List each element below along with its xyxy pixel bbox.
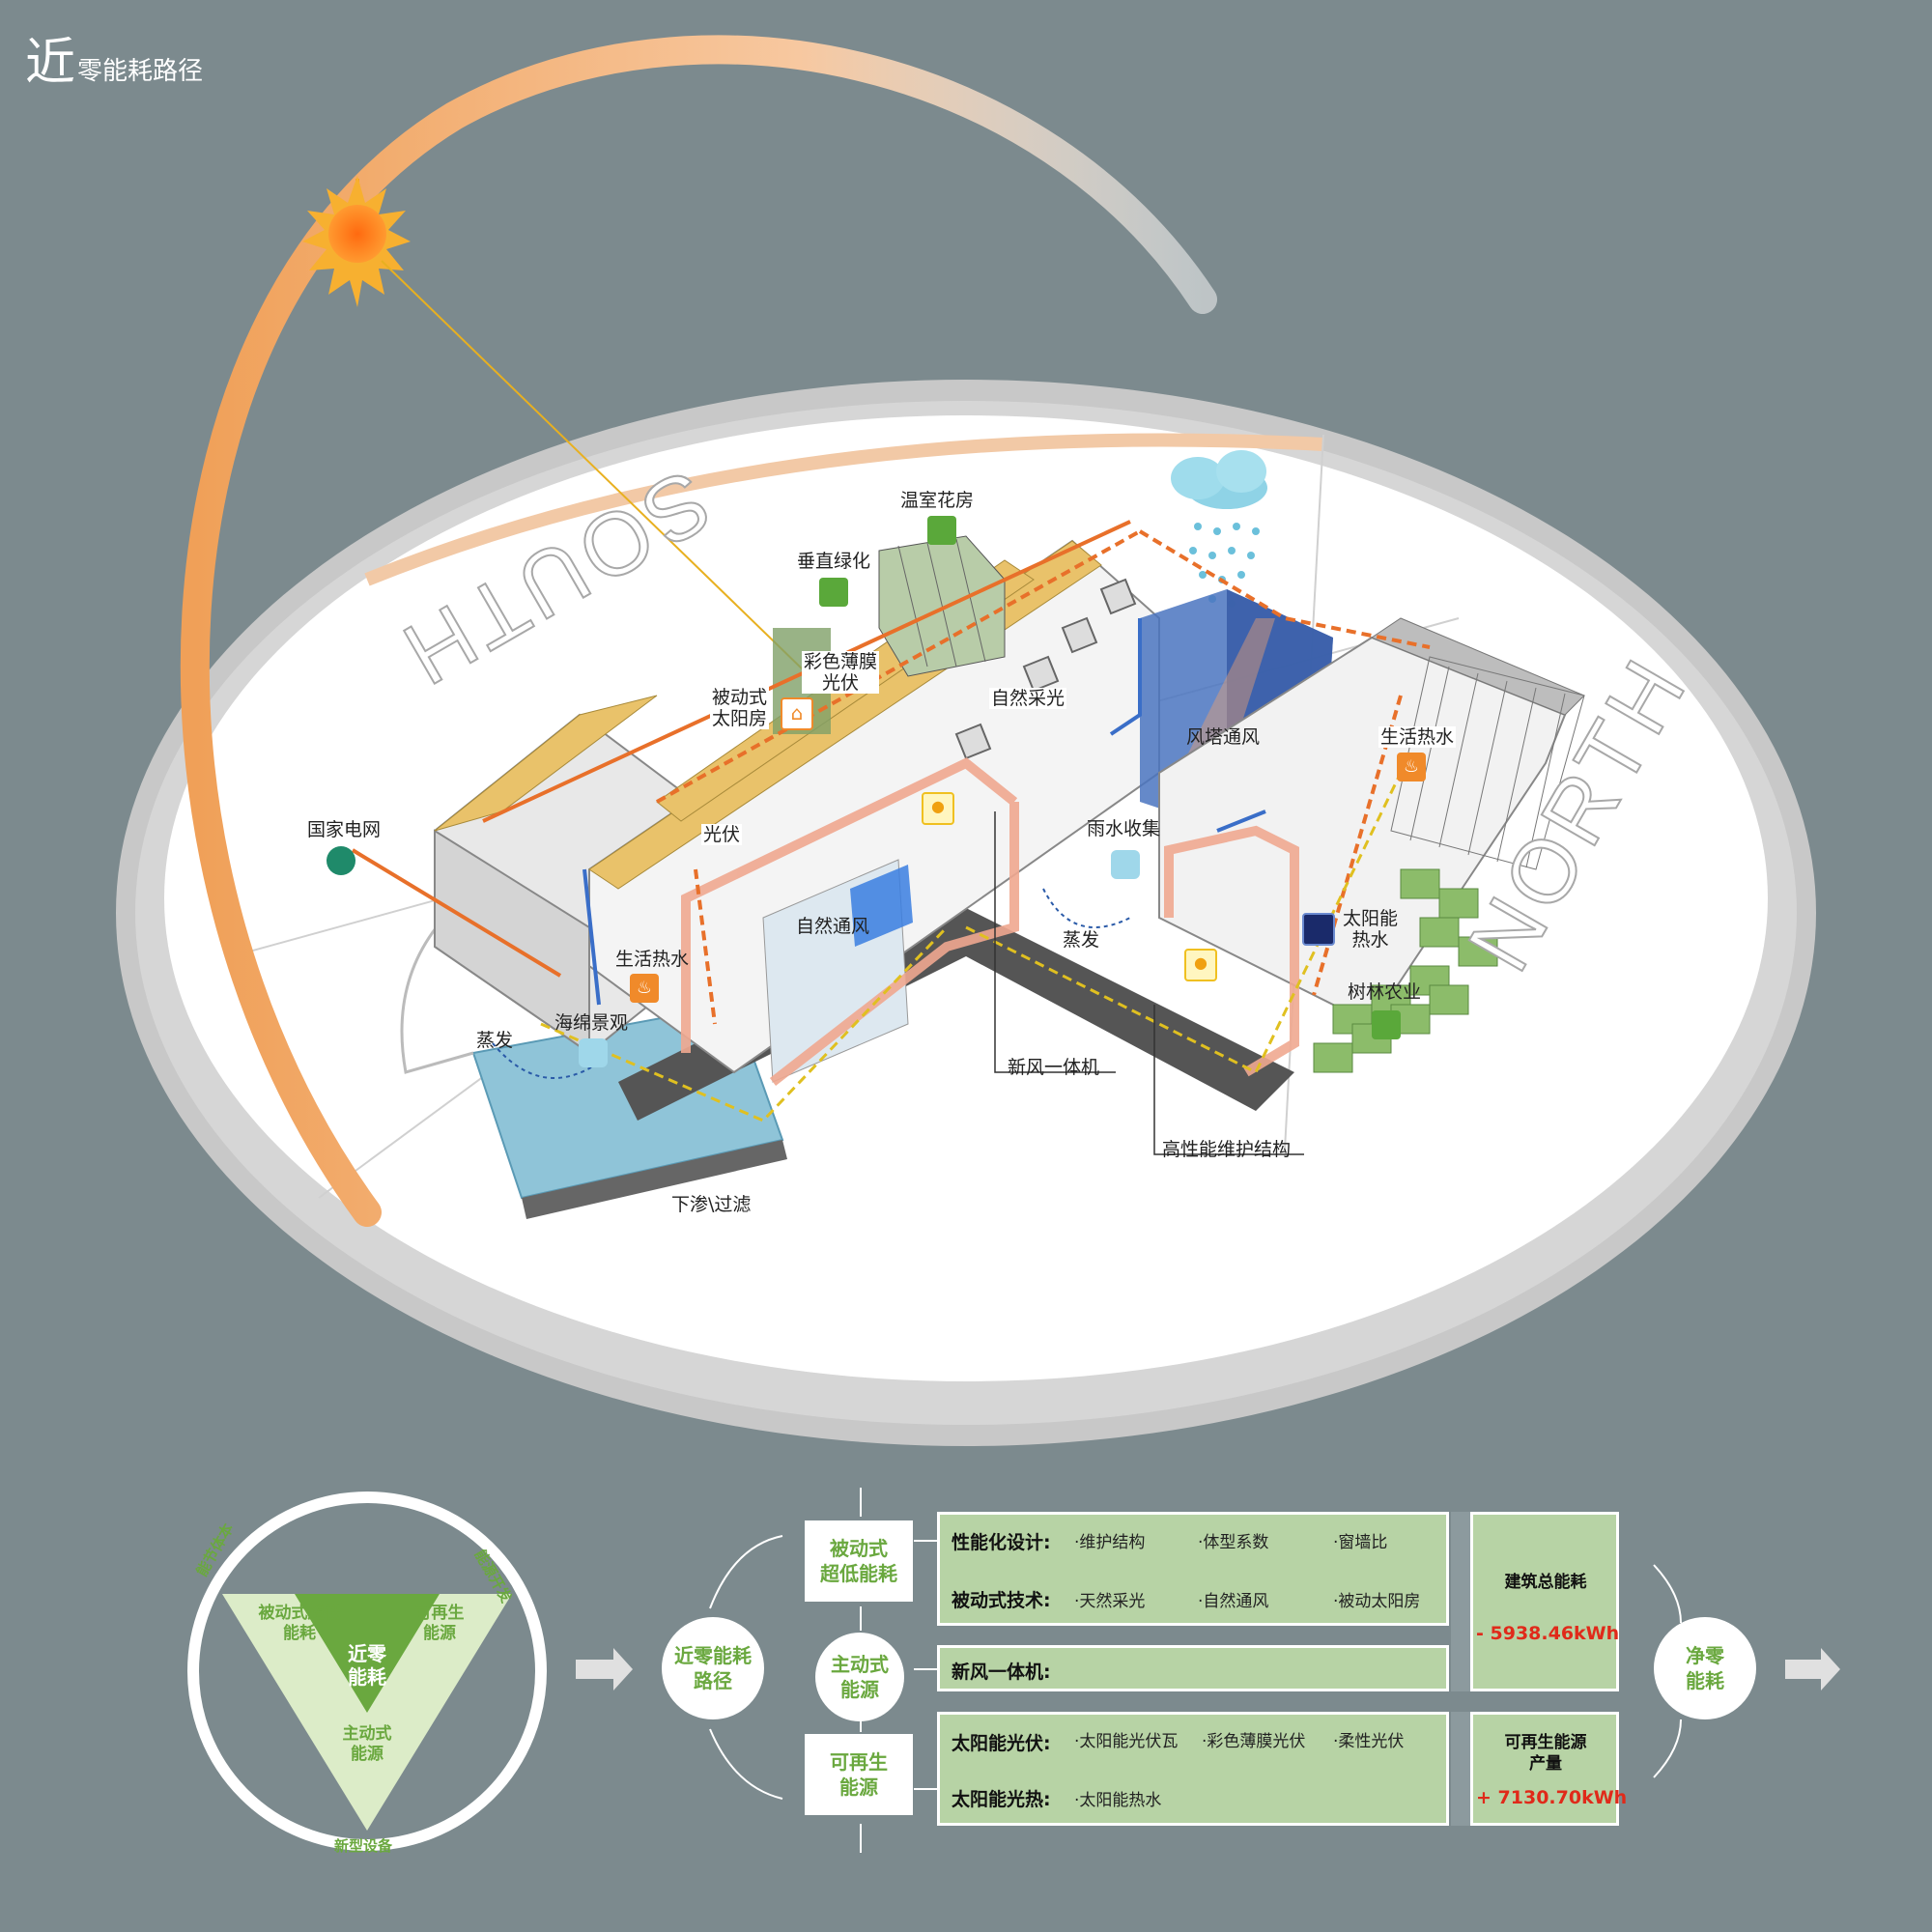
passive-tech-label: 被动式技术: xyxy=(952,1590,1051,1611)
title-small: 零能耗路径 xyxy=(77,57,204,86)
node-passive: 被动式 超低能耗 xyxy=(805,1520,913,1602)
label-infiltration: 下渗\过滤 xyxy=(671,1194,752,1215)
perf-design-label: 性能化设计: xyxy=(952,1532,1051,1553)
node-renewable: 可再生 能源 xyxy=(805,1734,913,1815)
label-evaporation-mid: 蒸发 xyxy=(1063,929,1100,951)
solar-thermal-label: 太阳能光热: xyxy=(952,1789,1051,1810)
water-icon xyxy=(579,1038,608,1067)
solar-pv-item: ·彩色薄膜光伏 xyxy=(1202,1732,1306,1751)
triangle-top-left: 被动式超低 能耗 xyxy=(258,1604,341,1643)
renewable-output-value: + 7130.70kWh xyxy=(1476,1787,1628,1808)
sun-path-arc xyxy=(180,35,1217,1227)
passive-item: ·天然采光 xyxy=(1074,1592,1146,1611)
hot-water-icon: ♨ xyxy=(1397,753,1426,781)
lightbulb-icon: ● xyxy=(1184,949,1217,981)
water-icon xyxy=(1111,850,1140,879)
arc-text-bottom: 新型设备 xyxy=(334,1837,393,1855)
fresh-air-label: 新风一体机: xyxy=(952,1662,1051,1683)
title-big: 近 xyxy=(25,34,76,92)
air-flow-lines xyxy=(582,618,1266,1006)
label-high-perf-envelope: 高性能维护结构 xyxy=(1162,1139,1292,1160)
triangle-center: 近零 能耗 xyxy=(348,1642,386,1689)
panel-fresh-air xyxy=(937,1645,1449,1691)
label-greenhouse: 温室花房 xyxy=(900,490,975,511)
arrow-right-icon xyxy=(576,1648,633,1690)
triangle-bottom: 主动式 能源 xyxy=(342,1724,392,1764)
total-consumption-value: - 5938.46kWh xyxy=(1476,1623,1620,1644)
label-passive-sunroom: 被动式 太阳房 xyxy=(710,687,770,729)
total-consumption-label: 建筑总能耗 xyxy=(1504,1573,1587,1592)
hot-water-icon: ♨ xyxy=(630,974,659,1003)
perf-item: ·体型系数 xyxy=(1198,1533,1269,1552)
arrow-right-icon xyxy=(1785,1648,1840,1690)
panel-passive xyxy=(937,1512,1449,1626)
label-pv: 光伏 xyxy=(701,824,743,845)
yellow-flow-lines xyxy=(540,772,1403,1122)
panel-renewable xyxy=(937,1712,1449,1826)
solar-pv-item: ·太阳能光伏瓦 xyxy=(1074,1732,1179,1751)
skylights xyxy=(954,578,1137,760)
label-natural-ventilation: 自然通风 xyxy=(796,916,870,937)
sun-icon xyxy=(302,176,411,307)
triangle-top-right: 可再生 能源 xyxy=(414,1604,465,1643)
label-evaporation-left: 蒸发 xyxy=(476,1030,514,1051)
label-wind-tower: 风塔通风 xyxy=(1186,726,1261,748)
orbit-ring xyxy=(364,433,1324,586)
tree-icon xyxy=(819,578,848,607)
solar-panel-icon xyxy=(1302,913,1335,946)
label-domestic-hot-water-left: 生活热水 xyxy=(615,949,690,970)
envelope-outline xyxy=(681,757,1299,1086)
label-vertical-green: 垂直绿化 xyxy=(797,551,871,572)
label-domestic-hot-water-right: 生活热水 xyxy=(1378,726,1457,748)
label-rain-collection: 雨水收集 xyxy=(1087,818,1161,839)
label-sponge-landscape: 海绵景观 xyxy=(554,1012,629,1034)
label-forest-agriculture: 树林农业 xyxy=(1348,981,1422,1003)
panel-total-consumption xyxy=(1470,1512,1619,1691)
solar-thermal-item: ·太阳能热水 xyxy=(1074,1791,1162,1810)
node-zero-energy-path: 近零能耗 路径 xyxy=(662,1617,764,1719)
label-colored-film-pv: 彩色薄膜 光伏 xyxy=(802,651,880,694)
solar-pv-label: 太阳能光伏: xyxy=(952,1733,1051,1754)
panel-renewable-output xyxy=(1470,1712,1619,1826)
node-active: 主动式 能源 xyxy=(815,1633,904,1721)
label-fresh-air-unit: 新风一体机 xyxy=(1008,1057,1100,1078)
tree-icon xyxy=(927,516,956,545)
page-title: 近零能耗路径 xyxy=(25,21,203,94)
renewable-output-label: 可再生能源 产量 xyxy=(1504,1733,1587,1774)
label-natural-light: 自然采光 xyxy=(989,688,1067,709)
panel-connector xyxy=(1451,1712,1470,1826)
tree-icon xyxy=(1372,1010,1401,1039)
perf-item: ·窗墙比 xyxy=(1333,1533,1388,1552)
perf-item: ·维护结构 xyxy=(1074,1533,1146,1552)
house-icon: ⌂ xyxy=(781,697,813,730)
passive-item: ·被动太阳房 xyxy=(1333,1592,1421,1611)
lightbulb-icon: ● xyxy=(922,792,954,825)
label-state-grid: 国家电网 xyxy=(307,819,382,840)
node-net-zero: 净零 能耗 xyxy=(1654,1617,1756,1719)
panel-connector xyxy=(1451,1512,1470,1691)
solar-pv-item: ·柔性光伏 xyxy=(1333,1732,1405,1751)
passive-item: ·自然通风 xyxy=(1198,1592,1269,1611)
forest-farm xyxy=(1313,868,1498,1073)
grid-icon xyxy=(327,846,355,875)
label-solar-hot-water: 太阳能 热水 xyxy=(1343,908,1399,951)
